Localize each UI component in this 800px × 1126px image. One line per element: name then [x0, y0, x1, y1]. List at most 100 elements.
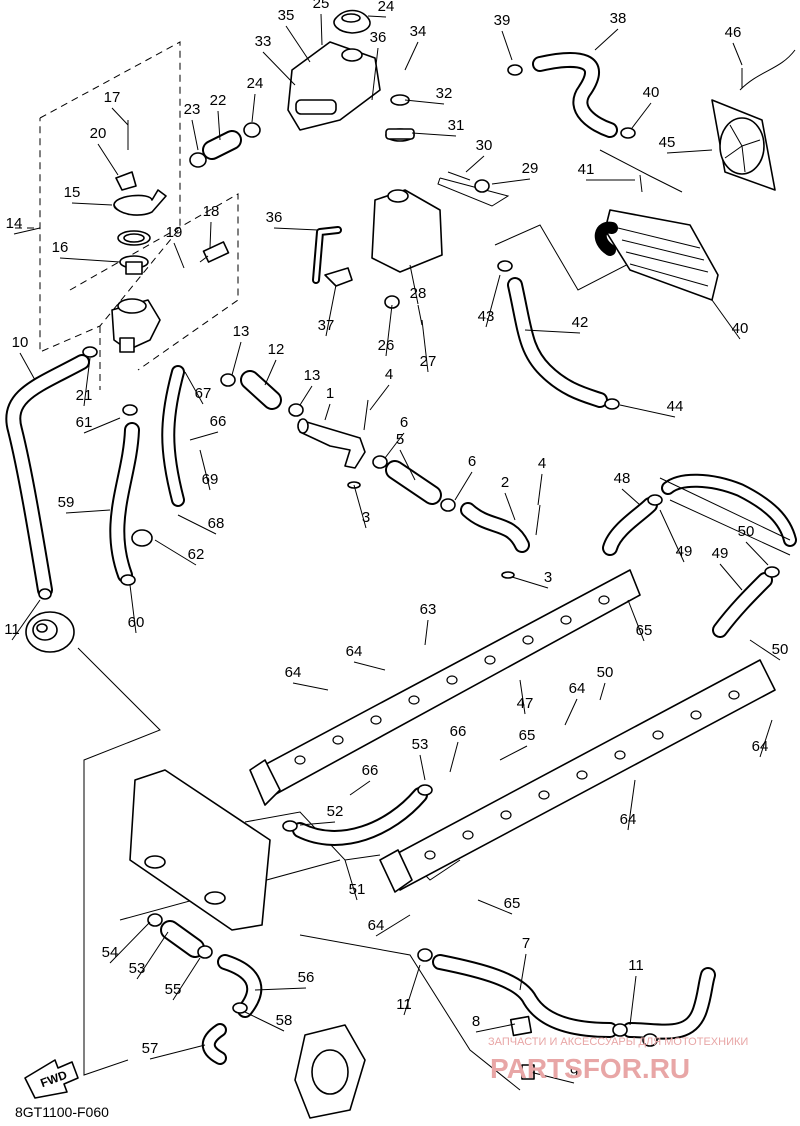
callout-number: 27 [420, 353, 437, 370]
leader-line [299, 385, 313, 406]
leader-line [149, 1044, 206, 1060]
leader-line [477, 899, 513, 915]
leader-line [399, 449, 416, 481]
leader-line [564, 698, 578, 726]
callout-number: 66 [450, 723, 467, 740]
callout-number: 28 [410, 285, 427, 302]
leader-line [659, 509, 685, 563]
callout-number: 61 [76, 414, 93, 431]
leader-line [251, 93, 256, 123]
expansion-tank [371, 189, 443, 273]
callout-number: 6 [400, 414, 408, 431]
leader-line [454, 471, 473, 501]
leader-line [111, 107, 129, 126]
callout-number: 3 [362, 509, 370, 526]
callout-number: 24 [378, 0, 395, 15]
callout-number: 24 [247, 75, 264, 92]
callout-number: 14 [6, 215, 23, 232]
leader-line [191, 119, 199, 151]
leader-line [177, 514, 217, 535]
leader-line [97, 143, 119, 176]
leader-line [501, 30, 513, 61]
y-joint-pipe [297, 418, 366, 469]
cooling-fan [711, 49, 796, 191]
leader-line [519, 679, 526, 715]
leader-line [71, 202, 113, 206]
callout-number: 12 [268, 341, 285, 358]
rail-hole [598, 595, 610, 605]
hose-clamps [38, 64, 780, 1047]
leader-line [627, 779, 636, 831]
callout-number: 46 [725, 24, 742, 41]
callout-number: 10 [12, 334, 29, 351]
callout-number: 23 [184, 101, 201, 118]
reservoir-tank [287, 41, 381, 131]
callout-number: 25 [313, 0, 330, 12]
callout-number: 65 [636, 622, 653, 639]
callout-number: 58 [276, 1012, 293, 1029]
rail-hole [408, 695, 420, 705]
leader-line [385, 304, 393, 357]
leader-line [353, 484, 367, 529]
callout-number: 38 [610, 10, 627, 27]
leader-line [299, 821, 336, 826]
callout-number: 39 [494, 12, 511, 29]
callout-number: 17 [104, 89, 121, 106]
leader-line [449, 741, 459, 773]
callout-number: 36 [370, 29, 387, 46]
forward-arrow-icon: FWD [24, 1059, 79, 1099]
leader-line [231, 341, 242, 376]
callout-number: 62 [188, 546, 205, 563]
crossover-bracket [659, 477, 791, 556]
callout-number: 64 [346, 643, 363, 660]
rail-hole [332, 735, 344, 745]
callout-number: 57 [142, 1040, 159, 1057]
callout-number: 15 [64, 184, 81, 201]
callout-number: 47 [517, 695, 534, 712]
rail-hole [728, 690, 740, 700]
callout-number: 8 [472, 1013, 480, 1030]
leader-line [424, 619, 429, 646]
watermark: ЗАПЧАСТИ И АКСЕССУАРЫ ДЛЯ МОТОТЕХНИКИ PA… [488, 1036, 748, 1084]
callout-number: 26 [378, 337, 395, 354]
callout-number: 6 [468, 453, 476, 470]
leader-line [627, 599, 645, 642]
callout-number: 42 [572, 314, 589, 331]
callout-number: 50 [772, 641, 789, 658]
assembly-boundaries [15, 41, 239, 390]
callout-number: 20 [90, 125, 107, 142]
rail-hole [560, 615, 572, 625]
callout-number: 51 [349, 881, 366, 898]
callout-number: 67 [195, 385, 212, 402]
callout-number: 64 [569, 680, 586, 697]
radiator-cap [333, 9, 371, 34]
leader-line [421, 319, 429, 373]
callout-number: 64 [368, 917, 385, 934]
leader-line [254, 987, 307, 991]
callout-number: 50 [597, 664, 614, 681]
watermark-logo: PARTSFOR.RU [490, 1053, 690, 1084]
temperature-sender [199, 241, 230, 263]
callout-number: 30 [476, 137, 493, 154]
callout-number: 63 [420, 601, 437, 618]
rail-hole [370, 715, 382, 725]
leader-line [13, 227, 41, 235]
lower-pump [294, 1024, 366, 1119]
cooling-pipe-51 [379, 659, 776, 893]
rail-hole [484, 655, 496, 665]
leader-line [411, 132, 457, 137]
leader-line [404, 41, 419, 71]
rail-hole [576, 770, 588, 780]
leader-line [262, 51, 296, 86]
leader-line [320, 13, 323, 46]
callout-number: 31 [448, 117, 465, 134]
leader-line [83, 417, 121, 434]
callout-number: 40 [732, 320, 749, 337]
callout-number: 11 [628, 957, 644, 974]
callout-number: 5 [396, 431, 404, 448]
leader-line [59, 257, 121, 263]
callout-number: 44 [667, 398, 684, 415]
rail-hole [500, 810, 512, 820]
diagram-code: 8GT1100-F060 [15, 1104, 109, 1120]
